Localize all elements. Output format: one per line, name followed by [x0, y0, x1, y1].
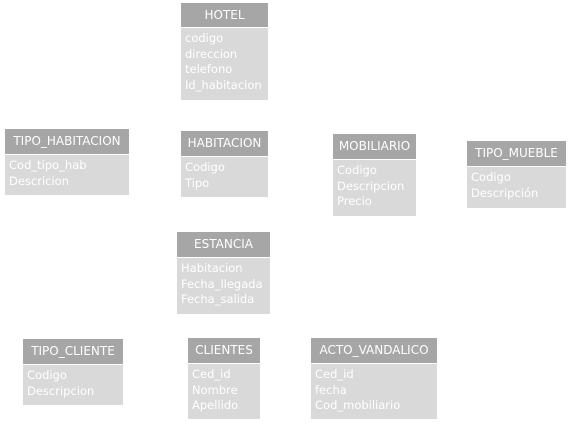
attribute: Codigo: [27, 368, 67, 382]
entity-hotel[interactable]: HOTEL codigo direccion telefono Id_habit…: [181, 3, 268, 100]
entity-habitacion-title: HABITACION: [181, 131, 268, 157]
entity-mobiliario-attributes: Codigo Descripcion Precio: [333, 160, 416, 210]
attribute: Cod_mobiliario: [315, 398, 401, 412]
attribute: Descripcion: [27, 383, 95, 398]
entity-habitacion[interactable]: HABITACION Codigo Tipo: [181, 131, 268, 197]
attribute: Apellido: [192, 398, 239, 412]
attribute: Ced_id: [315, 367, 354, 381]
entity-tipo-habitacion-title: TIPO_HABITACION: [5, 129, 129, 155]
attribute: Ced_id: [192, 367, 231, 381]
attribute: codigo: [185, 31, 224, 45]
entity-acto-vandalico[interactable]: ACTO_VANDALICO Ced_id fecha Cod_mobiliar…: [311, 338, 437, 419]
entity-clientes-attributes: Ced_id Nombre Apellido: [188, 364, 260, 414]
attribute: Codigo: [471, 170, 511, 184]
entity-tipo-mueble[interactable]: TIPO_MUEBLE Codigo Descripción: [467, 141, 566, 208]
entity-tipo-cliente-title: TIPO_CLIENTE: [23, 339, 123, 365]
attribute: Tipo: [185, 175, 210, 190]
entity-estancia-title: ESTANCIA: [177, 232, 270, 258]
attribute: Nombre: [192, 382, 238, 397]
entity-tipo-habitacion[interactable]: TIPO_HABITACION Cod_tipo_hab Descricion: [5, 129, 129, 195]
attribute: Descripcion: [337, 178, 405, 193]
entity-tipo-cliente-attributes: Codigo Descripcion: [23, 365, 123, 399]
entity-acto-vandalico-attributes: Ced_id fecha Cod_mobiliario: [311, 364, 437, 414]
entity-tipo-cliente[interactable]: TIPO_CLIENTE Codigo Descripcion: [23, 339, 123, 405]
entity-clientes[interactable]: CLIENTES Ced_id Nombre Apellido: [188, 338, 260, 419]
attribute: Descripción: [471, 185, 539, 200]
attribute: fecha: [315, 382, 347, 397]
attribute: Id_habitacion: [185, 77, 262, 92]
attribute: Codigo: [185, 160, 225, 174]
entity-estancia[interactable]: ESTANCIA Habitacion Fecha_llegada Fecha_…: [177, 232, 270, 314]
attribute: Precio: [337, 194, 372, 208]
entity-tipo-mueble-title: TIPO_MUEBLE: [467, 141, 566, 167]
attribute: Descricion: [9, 173, 70, 188]
attribute: Fecha_llegada: [181, 276, 263, 291]
entity-mobiliario[interactable]: MOBILIARIO Codigo Descripcion Precio: [333, 134, 416, 216]
attribute: telefono: [185, 62, 233, 76]
attribute: direccion: [185, 46, 238, 61]
entity-hotel-title: HOTEL: [181, 3, 268, 28]
entity-tipo-mueble-attributes: Codigo Descripción: [467, 167, 566, 201]
entity-clientes-title: CLIENTES: [188, 338, 260, 364]
attribute: Habitacion: [181, 261, 243, 275]
entity-mobiliario-title: MOBILIARIO: [333, 134, 416, 160]
attribute: Fecha_salida: [181, 292, 255, 306]
entity-acto-vandalico-title: ACTO_VANDALICO: [311, 338, 437, 364]
entity-estancia-attributes: Habitacion Fecha_llegada Fecha_salida: [177, 258, 270, 308]
attribute: Cod_tipo_hab: [9, 158, 87, 172]
entity-habitacion-attributes: Codigo Tipo: [181, 157, 268, 191]
attribute: Codigo: [337, 163, 377, 177]
entity-hotel-attributes: codigo direccion telefono Id_habitacion: [181, 28, 268, 93]
entity-tipo-habitacion-attributes: Cod_tipo_hab Descricion: [5, 155, 129, 189]
